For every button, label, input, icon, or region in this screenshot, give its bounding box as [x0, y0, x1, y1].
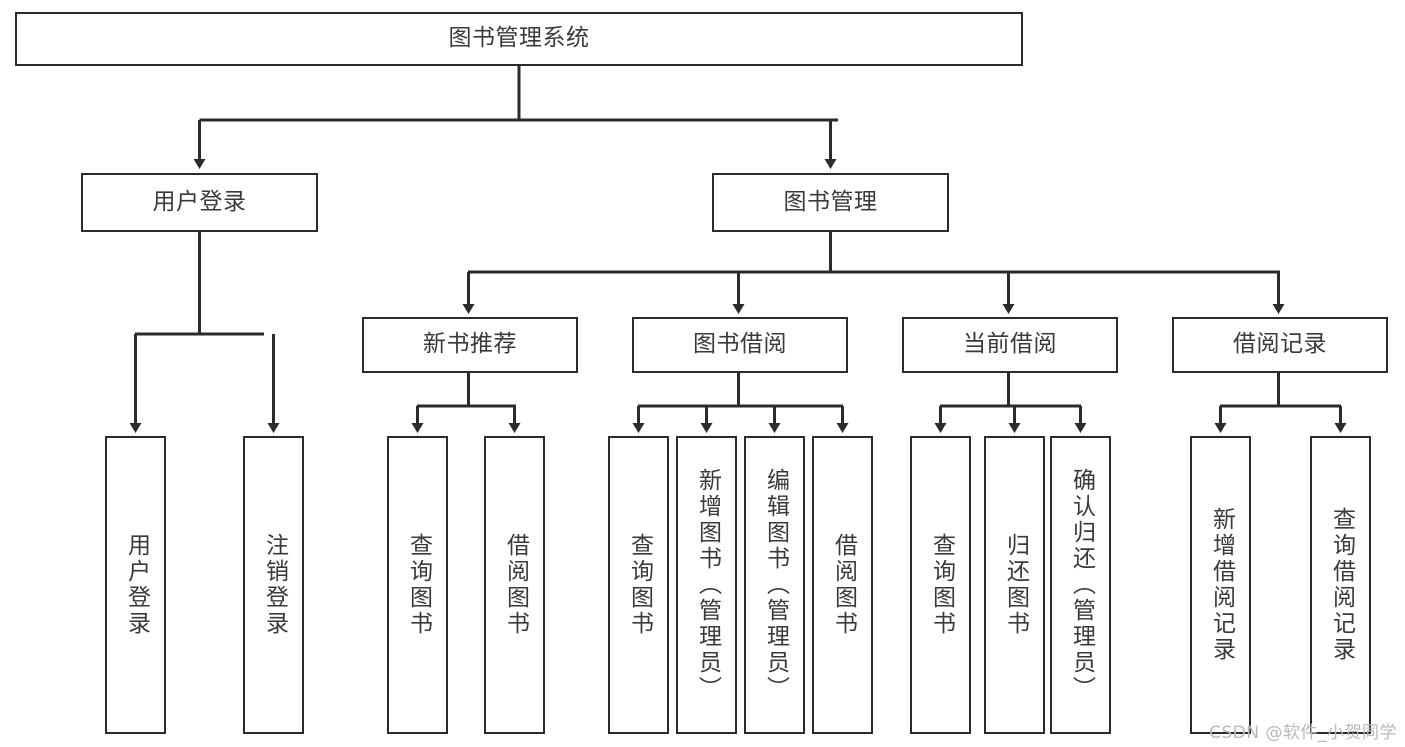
node-new-book-recommendation-label: 新书推荐 — [423, 331, 517, 358]
node-leaf-query-book-2-label: 查询图书 — [626, 533, 653, 637]
node-leaf-logout[interactable]: 注销登录 — [243, 436, 304, 734]
node-book-manage-label: 图书管理 — [783, 188, 878, 215]
node-leaf-user-login-label: 用户登录 — [123, 533, 150, 637]
node-leaf-query-book-1-label: 查询图书 — [405, 533, 432, 637]
node-user-login-label: 用户登录 — [152, 188, 247, 215]
csdn-watermark: CSDN @软件_小贺同学 — [1209, 723, 1397, 743]
node-leaf-user-login[interactable]: 用户登录 — [105, 436, 166, 734]
node-root-label: 图书管理系统 — [448, 25, 590, 52]
node-leaf-query-book-3-label: 查询图书 — [928, 533, 955, 637]
node-leaf-edit-book-label: 编辑图书（管理员） — [762, 468, 789, 702]
node-leaf-add-book-label: 新增图书（管理员） — [694, 468, 721, 702]
node-book-borrow[interactable]: 图书借阅 — [632, 317, 848, 373]
node-leaf-query-borrow-record-label: 查询借阅记录 — [1328, 507, 1355, 663]
node-leaf-return-book-label: 归还图书 — [1002, 533, 1029, 637]
node-leaf-add-borrow-record[interactable]: 新增借阅记录 — [1190, 436, 1251, 734]
node-borrow-record-label: 借阅记录 — [1233, 331, 1327, 358]
node-leaf-borrow-book-2[interactable]: 借阅图书 — [812, 436, 873, 734]
node-new-book-recommendation[interactable]: 新书推荐 — [362, 317, 578, 373]
node-leaf-logout-label: 注销登录 — [261, 533, 288, 637]
node-leaf-query-book-2[interactable]: 查询图书 — [608, 436, 669, 734]
node-leaf-query-borrow-record[interactable]: 查询借阅记录 — [1310, 436, 1371, 734]
node-leaf-query-book-3[interactable]: 查询图书 — [910, 436, 971, 734]
node-current-borrow-label: 当前借阅 — [963, 331, 1057, 358]
node-leaf-add-borrow-record-label: 新增借阅记录 — [1208, 507, 1235, 663]
node-borrow-record[interactable]: 借阅记录 — [1172, 317, 1388, 373]
node-leaf-borrow-book-1[interactable]: 借阅图书 — [484, 436, 545, 734]
node-leaf-borrow-book-2-label: 借阅图书 — [830, 533, 857, 637]
node-leaf-query-book-1[interactable]: 查询图书 — [387, 436, 448, 734]
node-leaf-return-book[interactable]: 归还图书 — [984, 436, 1045, 734]
node-leaf-edit-book[interactable]: 编辑图书（管理员） — [744, 436, 805, 734]
node-leaf-add-book[interactable]: 新增图书（管理员） — [676, 436, 737, 734]
node-leaf-confirm-return[interactable]: 确认归还（管理员） — [1050, 436, 1111, 734]
node-leaf-borrow-book-1-label: 借阅图书 — [502, 533, 529, 637]
node-current-borrow[interactable]: 当前借阅 — [902, 317, 1118, 373]
node-leaf-confirm-return-label: 确认归还（管理员） — [1068, 468, 1095, 702]
node-user-login[interactable]: 用户登录 — [81, 173, 318, 232]
node-book-manage[interactable]: 图书管理 — [712, 173, 949, 232]
node-root[interactable]: 图书管理系统 — [15, 12, 1023, 66]
node-book-borrow-label: 图书借阅 — [693, 331, 787, 358]
